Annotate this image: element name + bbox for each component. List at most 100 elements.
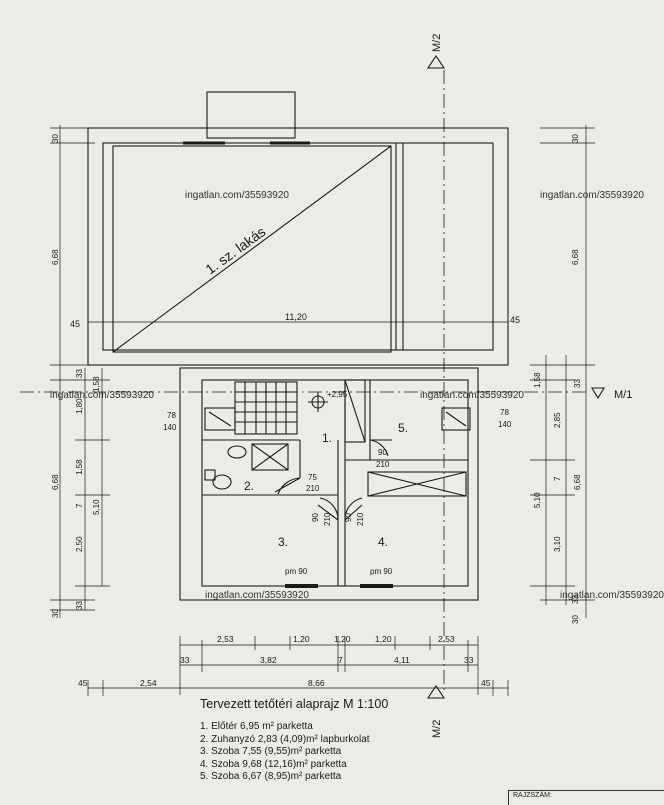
- dim-label: 33: [464, 655, 474, 665]
- dim-label: 1,20: [293, 634, 310, 644]
- room-item: 4. Szoba 9,68 (12,16)m² parketta: [200, 758, 347, 770]
- dim-label: 33: [571, 595, 580, 604]
- section-marker-right: [591, 387, 605, 400]
- room-number-4: 4.: [378, 535, 388, 549]
- dimension-lines-right: [530, 125, 595, 618]
- upper-floor-label: 1. sz. lakás: [202, 223, 268, 277]
- watermark: ingatlan.com/35593920: [185, 190, 289, 201]
- dim-label: 8,66: [308, 678, 325, 688]
- watermark: ingatlan.com/35593920: [560, 590, 664, 601]
- dim-label: 45: [78, 678, 88, 688]
- roof-window-right: [441, 407, 471, 431]
- door-label: 210: [356, 512, 365, 526]
- dim-label: 45: [70, 319, 80, 329]
- section-marker-top: [426, 55, 446, 69]
- door-room-4: [344, 497, 363, 521]
- dim-label: 1,58: [75, 459, 84, 475]
- upper-floor-room: [112, 145, 392, 353]
- attic-inner-wall: [201, 379, 469, 587]
- window-label: 78: [167, 411, 176, 420]
- toilet: [204, 469, 232, 490]
- room-item: 3. Szoba 7,55 (9,55)m² parketta: [200, 746, 342, 758]
- dim-label: 30: [571, 134, 580, 143]
- door-label: 90: [344, 513, 353, 522]
- door-label: 210: [306, 484, 320, 493]
- section-label-right: M/1: [614, 389, 632, 401]
- level-marker-symbol: [308, 392, 328, 412]
- dim-label: 3,10: [553, 536, 562, 552]
- room-list: 1. Előtér 6,95 m² parketta 2. Zuhanyzó 2…: [200, 721, 520, 784]
- dim-label: 30: [51, 609, 60, 618]
- dim-label: 5,10: [533, 492, 542, 508]
- dim-label: 6,68: [51, 249, 60, 265]
- section-label-top: M/2: [431, 34, 443, 52]
- watermark: ingatlan.com/35593920: [205, 590, 309, 601]
- dim-label: 4,11: [394, 655, 410, 665]
- closet: [344, 379, 366, 443]
- room-number-1: 1.: [322, 431, 332, 445]
- roof-window-left: [204, 407, 236, 431]
- dim-label: 1,80: [75, 398, 84, 414]
- door-label: 210: [376, 460, 390, 469]
- door-label: 210: [323, 512, 332, 526]
- dimension-line-top: [87, 312, 509, 332]
- door-room-5: [369, 439, 392, 457]
- shower: [251, 443, 289, 471]
- door-room-3: [317, 497, 339, 521]
- door-label: 90: [311, 513, 320, 522]
- dim-label: 33: [180, 655, 190, 665]
- dim-label: 2,54: [140, 678, 157, 688]
- title-block: RAJZSZÁM:: [508, 790, 664, 805]
- drawing-number-label: RAJZSZÁM:: [513, 792, 552, 799]
- dim-label: 2,53: [217, 634, 234, 644]
- room-number-2: 2.: [244, 479, 254, 493]
- dim-label: 11,20: [285, 312, 307, 322]
- dim-label: 6,68: [573, 474, 582, 490]
- watermark: ingatlan.com/35593920: [420, 390, 524, 401]
- attic-outer-wall: [179, 367, 479, 601]
- dim-label: 2,53: [438, 634, 455, 644]
- dim-label: 6,68: [51, 474, 60, 490]
- dim-label: 33: [75, 369, 84, 378]
- room-number-5: 5.: [398, 421, 408, 435]
- window-label: 140: [163, 423, 177, 432]
- dim-label: 30: [51, 134, 60, 143]
- window-label: 140: [498, 420, 512, 429]
- dim-label: 33: [573, 379, 582, 388]
- dimension-lines-bottom: [87, 636, 509, 696]
- dim-label: 7: [75, 503, 84, 508]
- section-label-bottom: M/2: [431, 720, 443, 738]
- door-bathroom: [274, 477, 301, 495]
- dim-label: 1,58: [533, 372, 542, 388]
- level-mark: +2,95: [327, 390, 348, 399]
- sink: [227, 445, 247, 459]
- dim-label: 1,20: [334, 634, 351, 644]
- dim-label: 45: [481, 678, 491, 688]
- dim-label: 2,85: [553, 412, 562, 428]
- plan-title: Tervezett tetőtéri alaprajz M 1:100: [200, 697, 389, 711]
- window-label: 78: [500, 408, 509, 417]
- dim-label: 1,58: [92, 376, 101, 392]
- dim-label: 45: [510, 315, 520, 325]
- room-item: 5. Szoba 6,67 (8,95)m² parketta: [200, 771, 342, 783]
- staircase: [234, 381, 298, 435]
- legend: Tervezett tetőtéri alaprajz M 1:100 1. E…: [200, 697, 520, 784]
- upper-floor-outer-wall: [87, 127, 509, 366]
- dim-label: 5,10: [92, 499, 101, 515]
- window-label: pm 90: [370, 567, 393, 576]
- dim-label: 1,20: [375, 634, 392, 644]
- room-item: 1. Előtér 6,95 m² parketta: [200, 721, 313, 732]
- wardrobe: [367, 471, 467, 497]
- dim-label: 3,82: [260, 655, 277, 665]
- section-marker-bottom: [426, 685, 446, 699]
- window-label: pm 90: [285, 567, 308, 576]
- dim-label: 30: [571, 615, 580, 624]
- watermark: ingatlan.com/35593920: [540, 190, 644, 201]
- door-label: 90: [378, 448, 387, 457]
- dimension-lines-left: [50, 125, 110, 618]
- room-number-3: 3.: [278, 535, 288, 549]
- dim-label: 2,50: [75, 536, 84, 552]
- chimney: [206, 91, 296, 139]
- dim-label: 33: [75, 601, 84, 610]
